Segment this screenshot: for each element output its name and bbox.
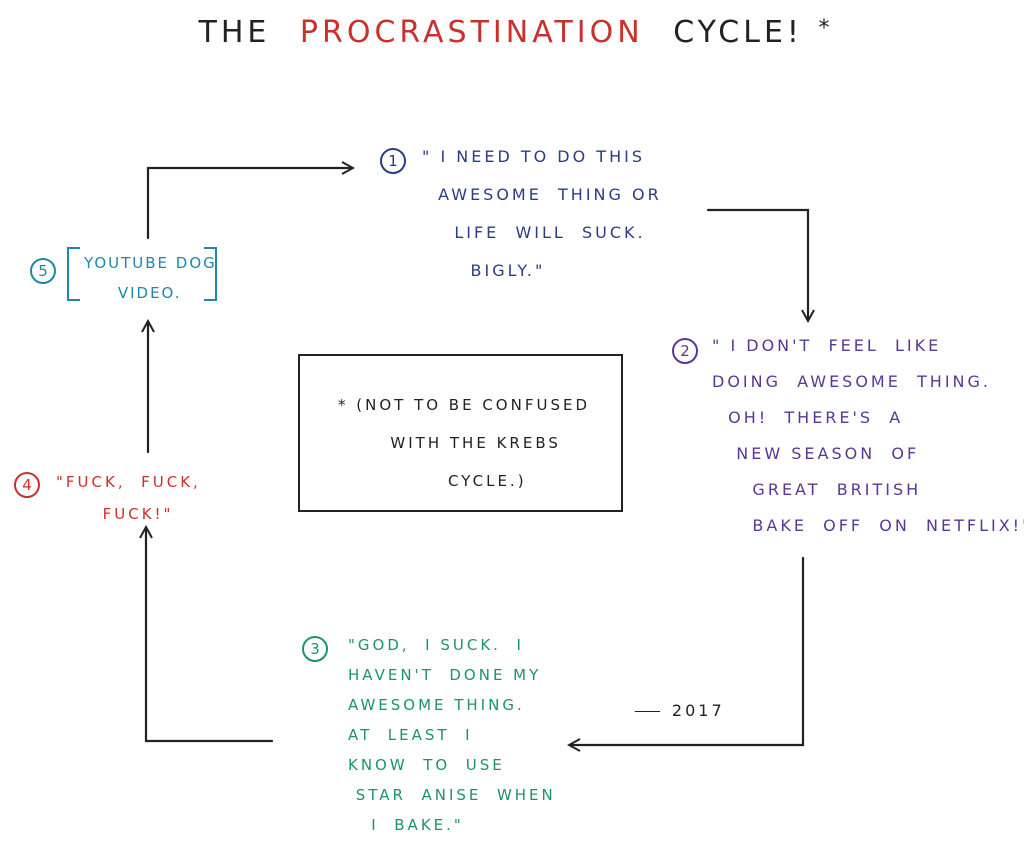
title-word-the: The xyxy=(198,15,271,50)
step-5-number: 5 xyxy=(30,258,56,284)
arrow-1-to-2 xyxy=(706,208,808,320)
title-asterisk: * xyxy=(818,16,834,41)
step-4-number: 4 xyxy=(14,472,40,498)
title-word-procrastination: Procrastination xyxy=(299,15,644,50)
signature: ⸺ 2017 xyxy=(634,701,725,720)
arrow-2-to-3 xyxy=(570,556,805,745)
bracket-right xyxy=(204,247,217,301)
step-1-text: " I need to do this Awesome thing or Lif… xyxy=(422,147,662,280)
arrow-5-to-1 xyxy=(146,168,352,240)
step-3-number: 3 xyxy=(302,636,328,662)
step-5-text: YouTube Dog Video. xyxy=(84,254,217,302)
title-word-cycle: Cycle! xyxy=(673,15,803,50)
bracket-left xyxy=(67,247,80,301)
arrow-3-to-4 xyxy=(146,528,274,743)
step-2-text: " I don't feel like Doing Awesome thing.… xyxy=(712,336,1024,535)
step-1-number: 1 xyxy=(380,148,406,174)
diagram-title: The Procrastination Cycle! * xyxy=(0,18,1024,48)
step-3-text: "God, I suck. I Haven't Done my Awesome … xyxy=(348,636,556,834)
krebs-note-box: * (Not to be confused with the Krebs Cyc… xyxy=(298,354,623,512)
step-2-number: 2 xyxy=(672,338,698,364)
krebs-note-text: * (Not to be confused with the Krebs Cyc… xyxy=(337,396,590,490)
step-4-text: "Fuck, Fuck, Fuck!" xyxy=(56,473,201,523)
